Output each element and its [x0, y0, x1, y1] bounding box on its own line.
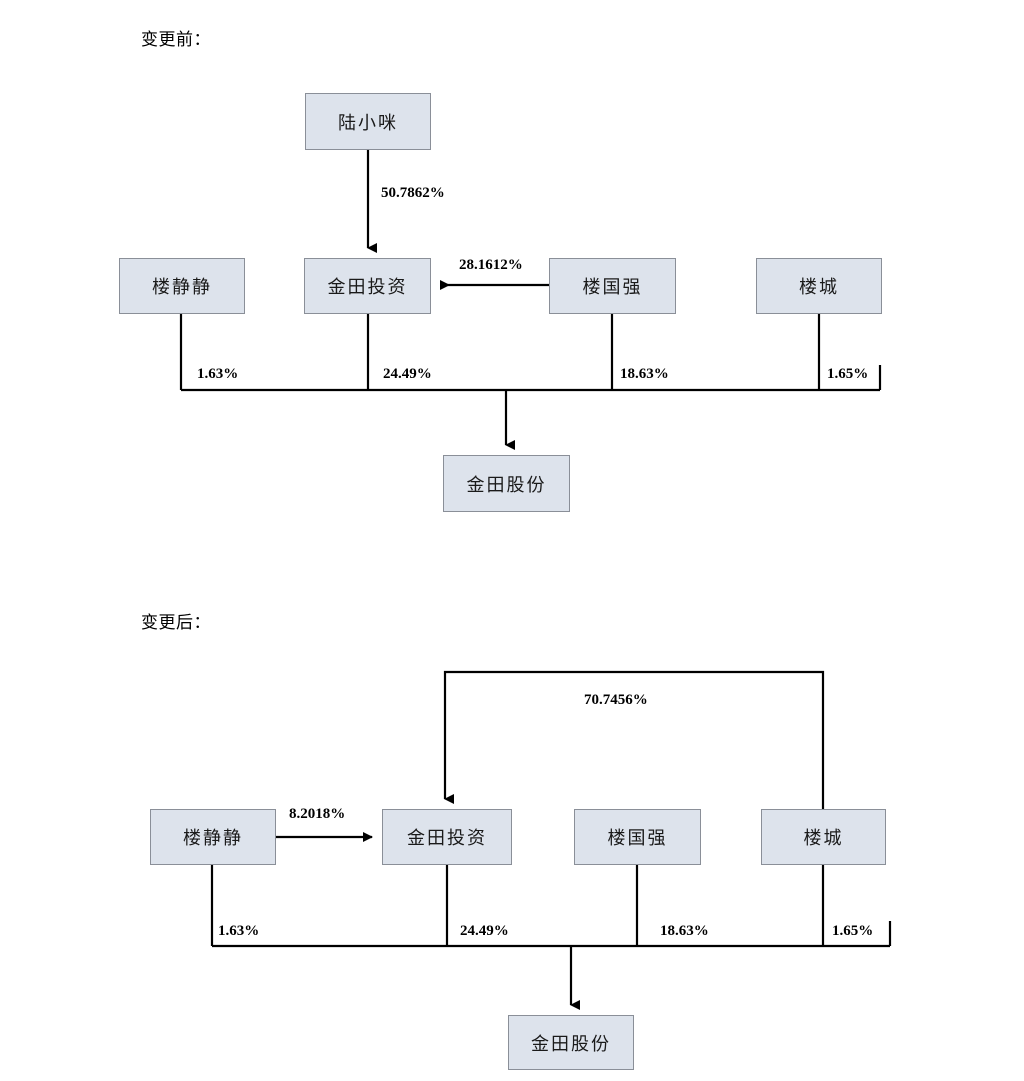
- edge-label-louguoqiang-jintiangufen-after: 18.63%: [660, 923, 709, 939]
- node-loujingjing-after[interactable]: 楼静静: [150, 809, 276, 865]
- edge-label-jintiantouzi-jintiangufen-before: 24.49%: [383, 366, 432, 382]
- section-caption-before: 变更前：: [141, 30, 211, 49]
- edge-label-loujingjing-jintiangufen-before: 1.63%: [197, 366, 239, 382]
- edge-label-louguoqiang-jintiantouzi: 28.1612%: [459, 257, 523, 273]
- node-jintiantouzi-after[interactable]: 金田投资: [382, 809, 512, 865]
- section-caption-after: 变更后：: [141, 613, 211, 632]
- edge-label-loucheng-jintiangufen-before: 1.65%: [827, 366, 869, 382]
- edge-label-loucheng-jintiantouzi-after: 70.7456%: [584, 692, 648, 708]
- node-jintiangufen-after[interactable]: 金田股份: [508, 1015, 634, 1070]
- node-louguoqiang-before[interactable]: 楼国强: [549, 258, 676, 314]
- edge-label-jintiantouzi-jintiangufen-after: 24.49%: [460, 923, 509, 939]
- node-luxiaomi-before[interactable]: 陆小咪: [305, 93, 431, 150]
- edge-label-louguoqiang-jintiangufen-before: 18.63%: [620, 366, 669, 382]
- node-loucheng-after[interactable]: 楼城: [761, 809, 886, 865]
- node-loucheng-before[interactable]: 楼城: [756, 258, 882, 314]
- edge-label-luxiaomi-jintiantouzi: 50.7862%: [381, 185, 445, 201]
- edge-label-loujingjing-jintiantouzi-after: 8.2018%: [289, 806, 346, 822]
- edge-label-loucheng-jintiangufen-after: 1.65%: [832, 923, 874, 939]
- node-jintiantouzi-before[interactable]: 金田投资: [304, 258, 431, 314]
- node-loujingjing-before[interactable]: 楼静静: [119, 258, 245, 314]
- edge-label-loujingjing-jintiangufen-after: 1.63%: [218, 923, 260, 939]
- node-jintiangufen-before[interactable]: 金田股份: [443, 455, 570, 512]
- node-louguoqiang-after[interactable]: 楼国强: [574, 809, 701, 865]
